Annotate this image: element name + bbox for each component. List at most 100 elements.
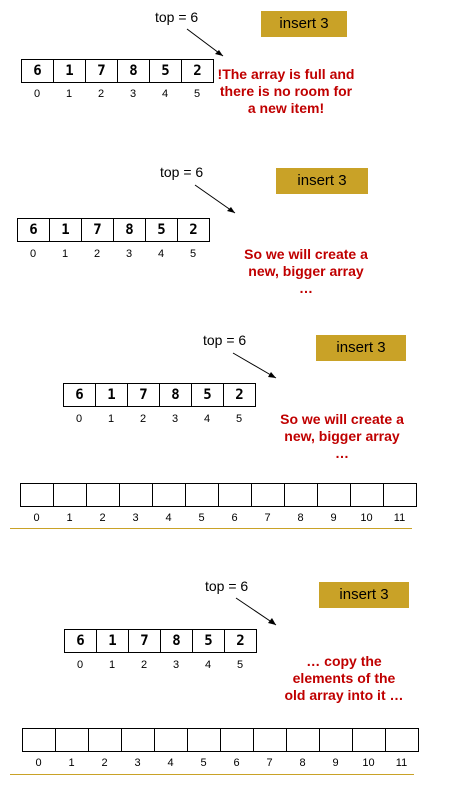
index-row: 0 1 2 3 4 5 xyxy=(63,413,255,425)
index-label: 11 xyxy=(393,512,406,524)
message-line: elements of the xyxy=(292,670,396,686)
arrow-icon xyxy=(232,352,277,379)
top-label: top = 6 xyxy=(205,578,249,594)
array-cell: 8 xyxy=(160,384,192,406)
new-array-cell xyxy=(320,729,353,751)
message-line: So we will create a xyxy=(280,411,404,427)
panel-3: top = 6 insert 3 6 1 7 8 5 2 0 1 2 3 4 5… xyxy=(0,325,456,535)
index-label: 5 xyxy=(198,512,205,524)
index-label: 2 xyxy=(101,757,108,769)
index-label: 4 xyxy=(165,512,172,524)
array-cell: 8 xyxy=(118,60,150,82)
index-row: 0 1 2 3 4 5 xyxy=(17,248,209,260)
array-cell: 5 xyxy=(192,384,224,406)
array-cell: 2 xyxy=(189,222,198,238)
message-line: old array into it … xyxy=(284,687,404,703)
array: 6 1 7 8 5 2 xyxy=(63,383,256,407)
index-label: 2 xyxy=(97,88,105,100)
new-array-cell xyxy=(285,484,318,506)
message: !The array is full and there is no room … xyxy=(206,66,366,117)
index-label: 3 xyxy=(171,413,179,425)
array: 6 1 7 8 5 2 xyxy=(21,59,214,83)
top-label: top = 6 xyxy=(155,9,199,25)
new-array-cell xyxy=(155,729,188,751)
array-cell: 6 xyxy=(65,630,97,652)
index-label: 1 xyxy=(68,757,75,769)
array-cell: 6 xyxy=(22,60,54,82)
index-row: 0 1 2 3 4 5 xyxy=(64,659,256,671)
index-label: 3 xyxy=(172,659,180,671)
index-label: 7 xyxy=(264,512,271,524)
array-cell: 2 xyxy=(236,633,245,649)
new-array-cell xyxy=(353,729,386,751)
index-label: 2 xyxy=(99,512,106,524)
message-line: … xyxy=(299,280,313,296)
array: 6 1 7 8 5 2 xyxy=(64,629,257,653)
index-label: 0 xyxy=(76,659,84,671)
index-label: 9 xyxy=(330,512,337,524)
index-label: 5 xyxy=(236,659,244,671)
array-cell: 1 xyxy=(50,219,82,241)
index-label: 9 xyxy=(332,757,339,769)
index-label: 8 xyxy=(299,757,306,769)
insert-label: insert 3 xyxy=(316,335,406,361)
message-line: new, bigger array xyxy=(284,428,400,444)
array-cell: 7 xyxy=(86,60,118,82)
top-label: top = 6 xyxy=(203,332,247,348)
index-label: 4 xyxy=(157,248,165,260)
array-cell: 1 xyxy=(97,630,129,652)
index-label: 1 xyxy=(107,413,115,425)
index-label: 5 xyxy=(193,88,201,100)
index-label: 4 xyxy=(203,413,211,425)
array-cell: 6 xyxy=(64,384,96,406)
new-array-cell xyxy=(318,484,351,506)
index-label: 0 xyxy=(75,413,83,425)
index-label: 2 xyxy=(93,248,101,260)
index-label: 1 xyxy=(108,659,116,671)
index-label: 1 xyxy=(66,512,73,524)
index-label: 2 xyxy=(139,413,147,425)
new-array xyxy=(22,728,419,752)
new-array-cell xyxy=(153,484,186,506)
index-label: 4 xyxy=(204,659,212,671)
new-array-cell xyxy=(386,729,418,751)
array-cell: 6 xyxy=(18,219,50,241)
index-label: 8 xyxy=(297,512,304,524)
array-cell: 8 xyxy=(161,630,193,652)
insert-label: insert 3 xyxy=(261,11,347,37)
index-label: 3 xyxy=(132,512,139,524)
arrow-icon xyxy=(194,184,236,214)
array-cell: 1 xyxy=(54,60,86,82)
index-label: 5 xyxy=(235,413,243,425)
new-array-cell xyxy=(254,729,287,751)
message-line: !The array is full and xyxy=(217,66,355,82)
array-cell: 5 xyxy=(193,630,225,652)
new-array-cell xyxy=(252,484,285,506)
message: … copy the elements of the old array int… xyxy=(264,653,424,704)
index-label: 0 xyxy=(35,757,42,769)
message-line: So we will create a xyxy=(244,246,368,262)
new-array-cell xyxy=(219,484,252,506)
new-array-cell xyxy=(89,729,122,751)
index-label: 3 xyxy=(129,88,137,100)
new-array-cell xyxy=(122,729,155,751)
new-array-cell xyxy=(188,729,221,751)
new-index-row: 0 1 2 3 4 5 6 7 8 9 10 11 xyxy=(20,512,416,524)
message-line: … xyxy=(335,445,349,461)
index-label: 5 xyxy=(189,248,197,260)
index-label: 1 xyxy=(61,248,69,260)
index-label: 3 xyxy=(134,757,141,769)
new-array-cell xyxy=(351,484,384,506)
new-array-cell xyxy=(21,484,54,506)
new-array-cell xyxy=(384,484,416,506)
panel-1: top = 6 insert 3 6 1 7 8 5 2 0 1 2 3 4 5… xyxy=(0,0,456,150)
message-line: a new item! xyxy=(247,100,325,116)
divider xyxy=(10,528,412,529)
array-cell: 2 xyxy=(193,63,202,79)
new-array-cell xyxy=(87,484,120,506)
message: So we will create a new, bigger array … xyxy=(226,246,386,297)
array-cell: 8 xyxy=(114,219,146,241)
index-label: 4 xyxy=(161,88,169,100)
arrow-icon xyxy=(235,597,277,626)
divider xyxy=(10,774,414,775)
